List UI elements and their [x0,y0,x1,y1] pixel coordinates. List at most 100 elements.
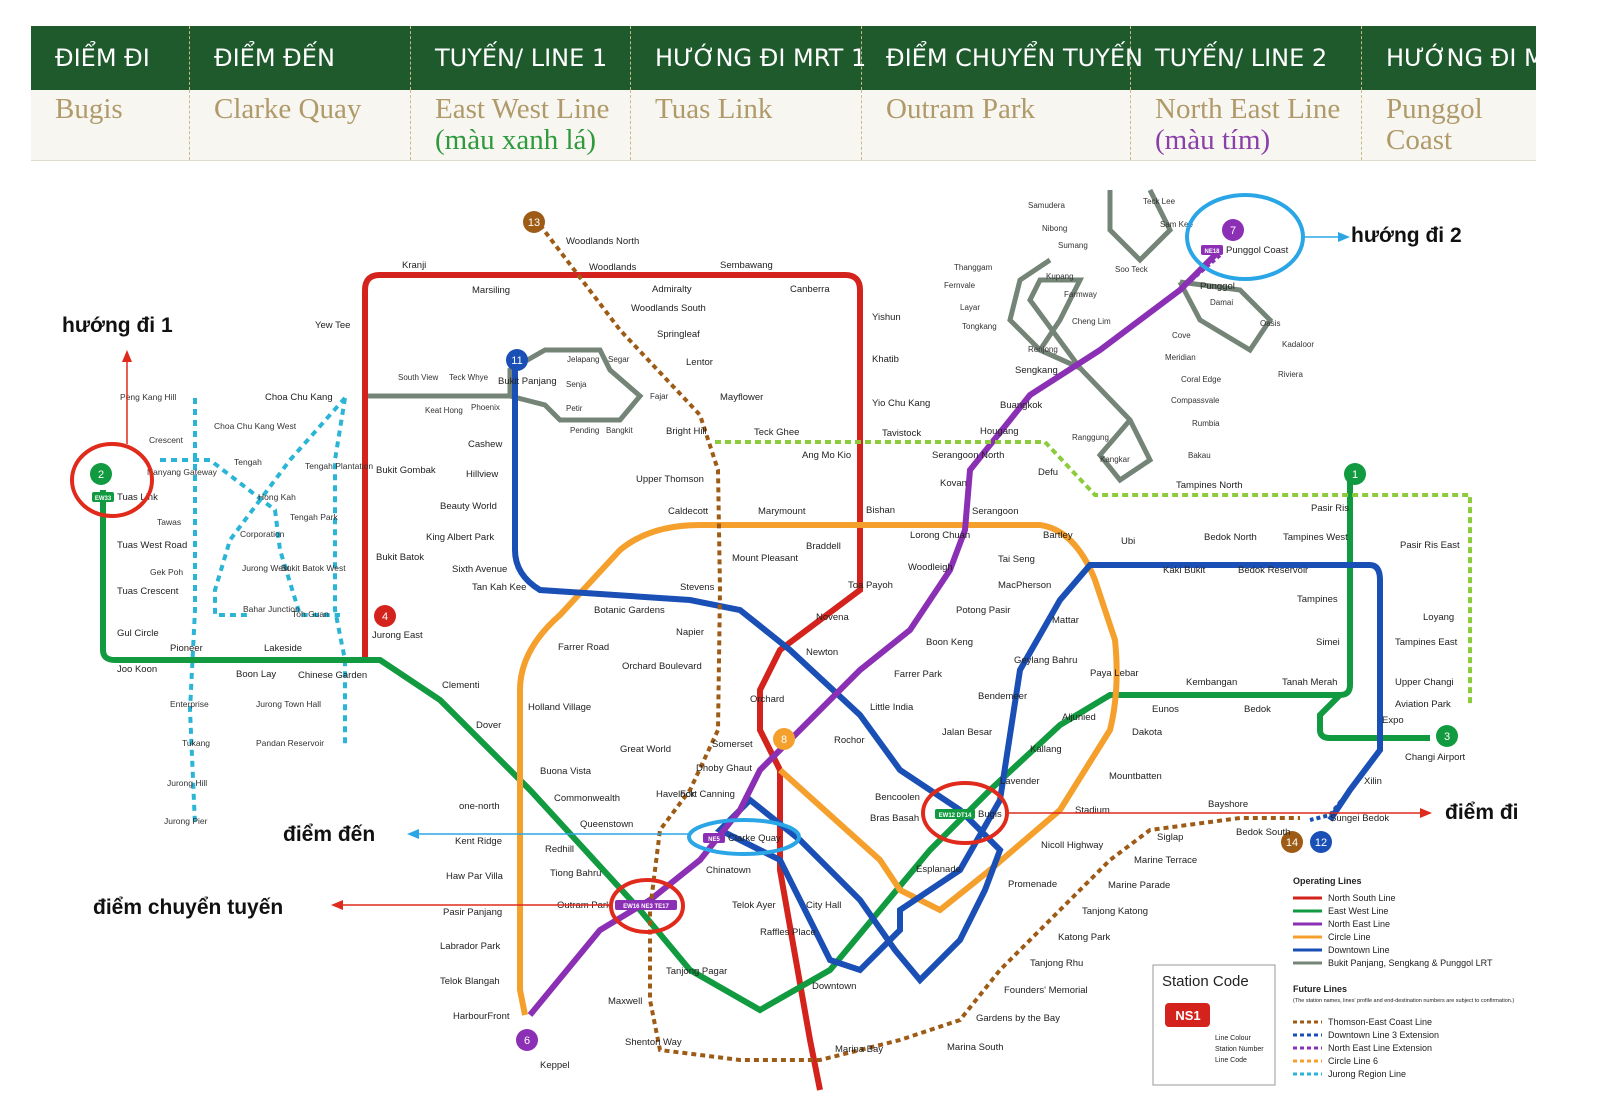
station-label: Tiong Bahru [550,868,601,879]
cell-line2: North East Line(màu tím) [1130,90,1362,161]
station-label: Bras Basah [870,813,919,824]
station-label: Kovan [940,478,967,489]
cell-origin: Bugis [31,90,190,161]
station-label: Tampines North [1176,480,1243,491]
station-label: Bendemeer [978,691,1027,702]
line2-color-note: (màu tím) [1155,124,1271,156]
station-label: Tanjong Katong [1082,906,1148,917]
station-label: Kallang [1030,744,1062,755]
station-labels: Woodlands North Woodlands Sembawang Kran… [117,236,1466,1071]
line-badge-label: 6 [524,1035,530,1047]
station-label: Lentor [686,357,713,368]
station-label: Mount Pleasant [732,553,798,564]
station-label: Promenade [1008,879,1057,890]
station-label: Hougang [980,426,1019,437]
line-badges: 2 1 3 4 6 7 8 11 12 13 14 [90,211,1458,1051]
station-label: Pasir Panjang [443,907,502,918]
station-label: Bishan [866,505,895,516]
lrt-station-label: Sam Kee [1160,220,1193,229]
station-label: Stevens [680,582,715,593]
station-label: Joo Koon [117,664,157,675]
jrl-station-label: Choa Chu Kang West [214,421,297,431]
line-badge-label: 12 [1315,837,1327,849]
station-label: Ang Mo Kio [802,450,851,461]
station-label: Woodleigh [908,562,953,573]
lrt-station-label: Kupang [1046,272,1074,281]
station-label: Marina Bay [835,1044,883,1055]
station-label: Bencoolen [875,792,920,803]
station-label: Lavender [1000,776,1040,787]
station-label: Keppel [540,1060,570,1071]
lrt-station-label: Layar [960,303,980,312]
downtown-line [512,365,1383,985]
station-label: Bedok [1244,704,1271,715]
station-code-sample: NS1 [1175,1008,1200,1023]
cross-island-line [715,440,1472,705]
jrl-station-label: Crescent [149,435,184,445]
station-label: Serangoon North [932,450,1004,461]
station-label: Eunos [1152,704,1179,715]
station-label: Caldecott [668,506,708,517]
highlight-clarke-quay [687,818,801,856]
station-label: Tanjong Rhu [1030,958,1083,969]
station-label: Farrer Road [558,642,609,653]
station-label: Punggol [1200,281,1235,292]
annotation-direction-2: hướng đi 2 [1351,224,1462,247]
line1-color-note: (màu xanh lá) [435,124,597,156]
lrt-station-label: Jelapang [567,355,599,364]
jrl-station-label: Pandan Reservoir [256,738,324,748]
station-label: Tanjong Pagar [666,966,727,977]
station-label: Bedok North [1204,532,1257,543]
station-label: Kembangan [1186,677,1237,688]
station-label: Chinatown [706,865,751,876]
lrt-station-label: Sumang [1058,241,1088,250]
station-label: Toa Payoh [848,580,893,591]
annotation-arrows [122,232,1432,910]
lrt-station-label: Bakau [1188,451,1211,460]
cell-direction2: Punggol Coast [1361,90,1536,161]
station-label: Buangkok [1000,400,1043,411]
lrt-station-label: Soo Teck [1115,265,1149,274]
line-badge [1310,831,1332,853]
station-label: Great World [620,744,671,755]
line-badge-label: 2 [98,469,104,481]
jrl-station-label: Enterprise [170,699,209,709]
thomson-east-coast-line [538,223,1300,1062]
station-label: Boon Lay [236,669,276,680]
station-label: King Albert Park [426,532,494,543]
station-label: Lorong Chuan [910,530,970,541]
lrt-station-label: Cove [1172,331,1191,340]
station-label: Kaki Bukit [1163,565,1206,576]
jrl-station-label: Jurong Town Hall [256,699,321,709]
station-label: Tampines [1297,594,1338,605]
sengkang-punggol-lrt-line [1007,188,1274,484]
lrt-station-label: Fajar [650,392,669,401]
lrt-station-label: Compassvale [1171,396,1220,405]
station-label: Dakota [1132,727,1163,738]
station-label: Tavistock [882,428,921,439]
station-bugis: Bugis [978,809,1002,820]
lrt-station-label: Fernvale [944,281,976,290]
legend-future-note: (The station names, lines' profile and e… [1293,998,1514,1004]
lrt-station-label: Nibong [1042,224,1067,233]
jrl-station-label: Bahar Junction [243,604,300,614]
station-label: Marine Terrace [1134,855,1197,866]
station-label: Bedok South [1236,827,1290,838]
station-label: Woodlands [589,262,637,273]
highlight-outram-park [609,878,685,934]
north-east-line [527,247,1223,1017]
line-badge-label: 7 [1230,225,1236,237]
station-label: Teck Ghee [754,427,799,438]
lrt-station-label: Cheng Lim [1072,317,1111,326]
station-label: Queenstown [580,819,633,830]
header-direction1: HƯỚNG ĐI MRT 1 [630,26,866,90]
lrt-station-label: Pending [570,426,599,435]
line-badge [374,605,396,627]
station-label: Woodlands North [566,236,639,247]
header-line2: TUYẾN/ LINE 2 [1130,26,1362,90]
legend-item: North East Line [1328,919,1390,929]
station-label: Sembawang [720,260,773,271]
jurong-region-line [160,396,347,826]
station-label: Buona Vista [540,766,592,777]
